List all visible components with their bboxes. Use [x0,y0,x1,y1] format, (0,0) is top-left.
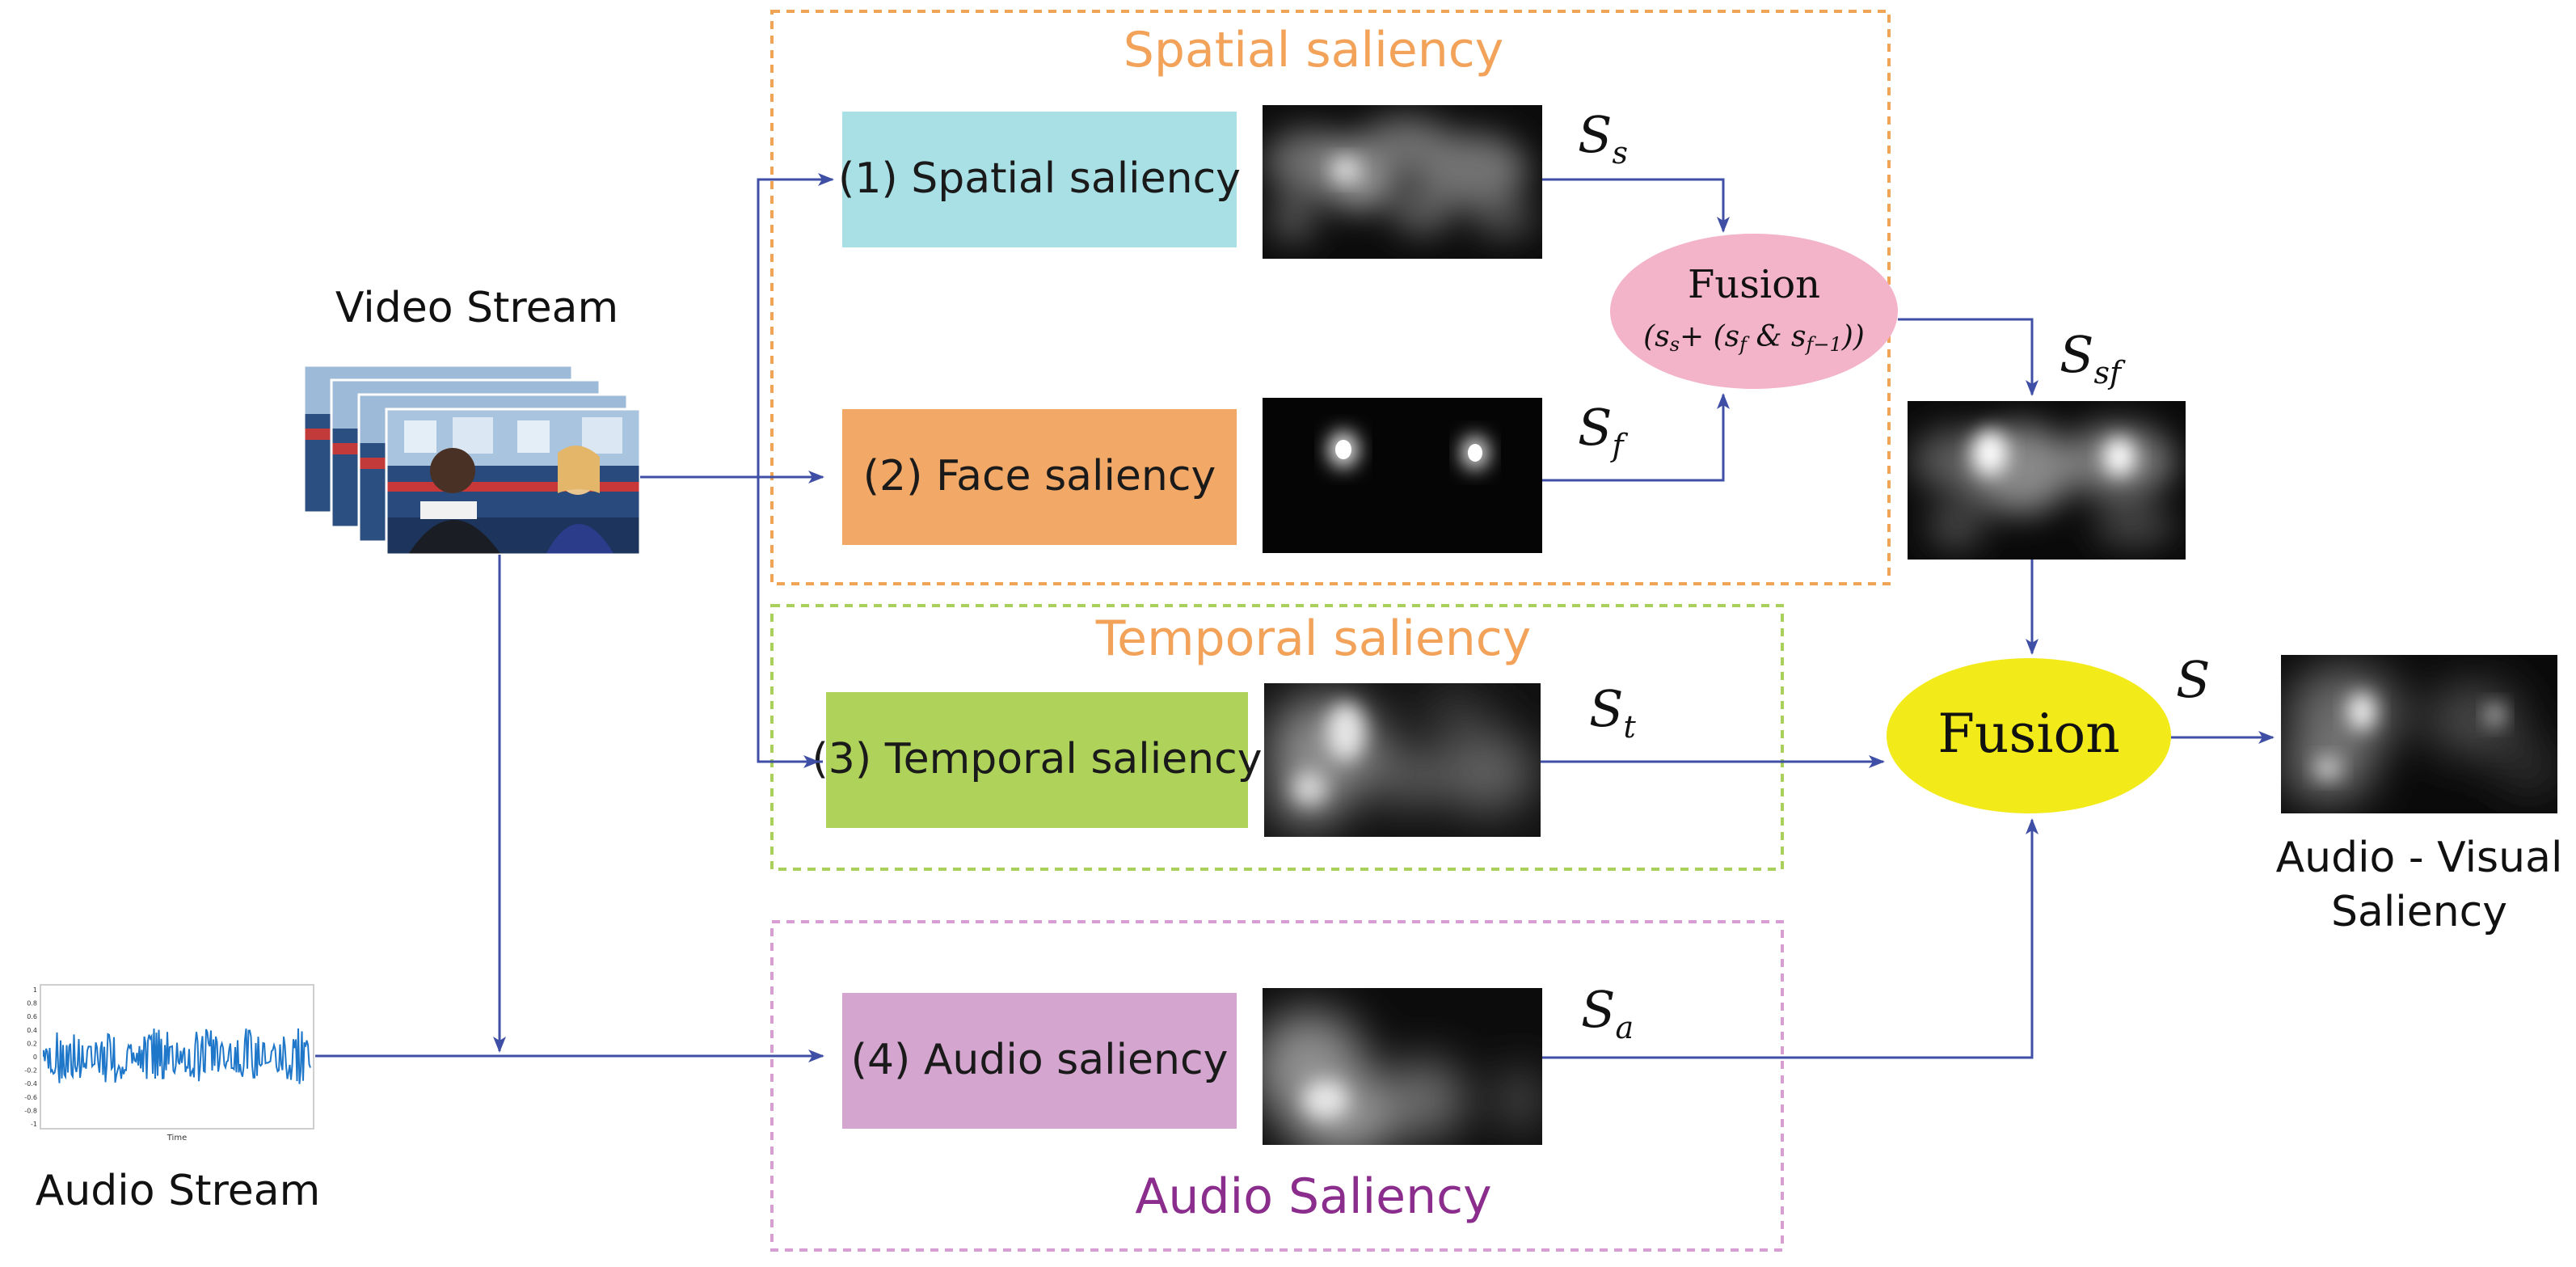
temporal-saliency-map [1264,683,1541,837]
temporal-saliency-box [826,692,1248,828]
fusion-final-label: Fusion [1937,703,2120,765]
waveform-tick-label: -0.2 [24,1067,37,1075]
spatial-saliency-map [1263,105,1542,259]
map-label-st: St [1589,679,1636,745]
arrow-sa-to-final [1542,818,2038,1059]
waveform-signal [43,1028,311,1084]
output-label-line2: Saliency [2331,888,2507,936]
arrow-sf-to-fusion [1542,393,1730,482]
waveform-tick-label: 1 [33,986,37,994]
fusion-spatial-node [1610,234,1898,389]
waveform-tick-label: -0.6 [24,1094,37,1101]
spatial-saliency-label: (1) Spatial saliency [838,154,1241,203]
temporal-group-border [770,604,1784,871]
map-label-ss: Ss [1578,105,1628,171]
waveform-tick-label: 0.8 [27,1000,37,1007]
audio-group-title: Audio Saliency [1135,1168,1491,1225]
fusion-spatial-label: Fusion [1688,262,1820,307]
temporal-group-title: Temporal saliency [1095,610,1532,667]
waveform-time-label: Time [167,1134,187,1142]
arrow-ss-to-fusion [1542,178,1730,233]
video-stream-label: Video Stream [335,284,618,332]
map-label-s: S [2176,650,2210,709]
video-frame-stack [302,364,642,556]
audio-waveform-plot: 1 0.8 0.6 0.4 0.2 0 -0.2 -0.4 -0.6 -0.8 -1 Time [24,984,314,1142]
waveform-tick-label: -0.4 [24,1080,37,1088]
audio-visual-map [2281,655,2557,813]
face-saliency-map [1263,398,1542,553]
audio-saliency-box [842,993,1237,1129]
waveform-tick-label: 0 [33,1054,37,1061]
waveform-tick-label: 0.4 [27,1027,37,1034]
connectors [315,173,2275,1062]
face-saliency-box [842,409,1237,545]
map-label-ssf: Ssf [2060,325,2126,391]
arrow-fusion-to-ssf [1898,318,2038,396]
output-label-line1: Audio - Visual [2276,834,2563,882]
temporal-saliency-label: (3) Temporal saliency [812,735,1263,783]
waveform-tick-label: -1 [31,1121,37,1128]
spatial-saliency-box [842,112,1237,247]
fusion-spatial-formula: (ss+ (sf & sf−1)) [1643,320,1865,356]
fusion-final-node [1887,658,2171,813]
spatial-face-map [1908,401,2186,560]
audio-stream-label: Audio Stream [36,1167,320,1215]
waveform-tick-label: 0.6 [27,1013,37,1020]
spatial-group-title: Spatial saliency [1124,22,1503,78]
map-label-sa: Sa [1581,980,1634,1045]
waveform-tick-label: 0.2 [27,1040,37,1047]
audio-saliency-label: (4) Audio saliency [851,1036,1229,1084]
waveform-tick-label: -0.8 [24,1107,37,1114]
audio-saliency-map [1263,988,1542,1145]
map-label-sf: Sf [1578,398,1628,463]
face-saliency-label: (2) Face saliency [863,452,1216,500]
connector-bus [757,178,823,763]
